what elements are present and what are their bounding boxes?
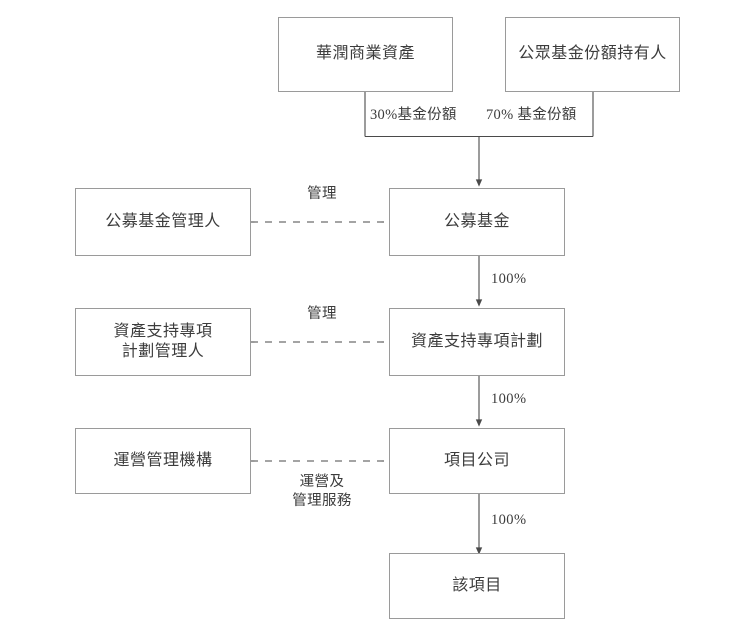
edge-label-abs-plan-to-project-company-percent: 100% bbox=[491, 391, 527, 407]
node-sponsor[interactable]: 華潤商業資產 bbox=[278, 17, 453, 92]
node-abs-manager[interactable]: 資產支持專項 計劃管理人 bbox=[75, 308, 251, 376]
node-project-label: 該項目 bbox=[452, 576, 502, 594]
edge-label-operator-service: 運營及 管理服務 bbox=[292, 474, 352, 509]
node-project-company[interactable]: 項目公司 bbox=[389, 428, 565, 494]
node-abs-plan[interactable]: 資產支持專項計劃 bbox=[389, 308, 565, 376]
node-project[interactable]: 該項目 bbox=[389, 553, 565, 619]
edge-label-fund-to-abs-plan-percent: 100% bbox=[491, 271, 527, 287]
edge-label-abs-manager-manage: 管理 bbox=[307, 306, 337, 322]
edge-label-fund-manager-manage: 管理 bbox=[307, 186, 337, 202]
node-sponsor-label: 華潤商業資產 bbox=[315, 45, 415, 63]
node-public-fund[interactable]: 公募基金 bbox=[389, 188, 565, 256]
edge-label-holders-share: 70% 基金份額 bbox=[486, 107, 577, 123]
edge-label-project-company-to-project-percent: 100% bbox=[491, 512, 527, 528]
node-public-holders-label: 公眾基金份額持有人 bbox=[518, 45, 667, 63]
node-fund-manager-label: 公募基金管理人 bbox=[105, 212, 221, 230]
node-project-company-label: 項目公司 bbox=[443, 451, 510, 469]
node-public-holders[interactable]: 公眾基金份額持有人 bbox=[505, 17, 680, 92]
node-abs-plan-label: 資產支持專項計劃 bbox=[410, 332, 543, 350]
node-operator[interactable]: 運營管理機構 bbox=[75, 428, 251, 494]
node-abs-manager-label: 資產支持專項 計劃管理人 bbox=[113, 322, 213, 360]
node-operator-label: 運營管理機構 bbox=[113, 451, 213, 469]
edge-label-sponsor-share: 30%基金份額 bbox=[370, 107, 457, 123]
node-fund-manager[interactable]: 公募基金管理人 bbox=[75, 188, 251, 256]
node-public-fund-label: 公募基金 bbox=[443, 212, 510, 230]
